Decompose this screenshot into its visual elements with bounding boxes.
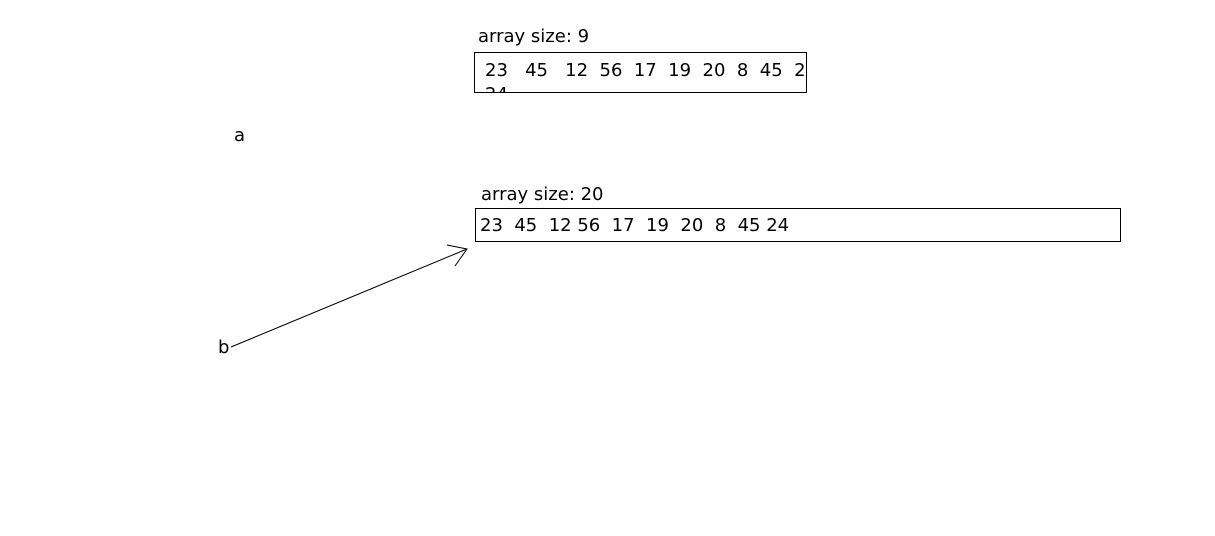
array-a-overflow-value: 24 — [485, 84, 508, 92]
arrow-shaft — [230, 248, 468, 348]
array-a-size-label: array size: 9 — [478, 26, 590, 47]
pointer-a-label: a — [234, 125, 246, 146]
arrow-head — [446, 244, 468, 267]
array-a-values: 23 45 12 56 17 19 20 8 45 24 — [485, 60, 807, 81]
array-b-box: 23 45 12 56 17 19 20 8 45 24 — [475, 208, 1121, 242]
array-b-size-label: array size: 20 — [481, 184, 604, 205]
array-b-values: 23 45 12 56 17 19 20 8 45 24 — [480, 215, 790, 236]
pointer-b-label: b — [218, 337, 230, 358]
array-a-box: 23 45 12 56 17 19 20 8 45 24 24 — [474, 52, 807, 93]
